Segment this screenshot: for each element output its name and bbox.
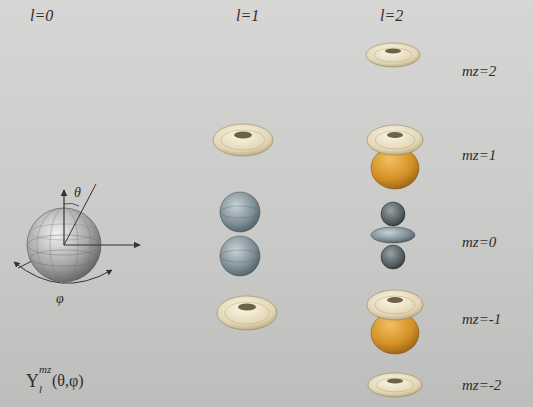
dumbbell-l1-m0 (220, 192, 260, 276)
lobes-l2-m1 (367, 125, 423, 189)
row-label: mz=1 (462, 148, 496, 163)
sphere-l0 (14, 184, 140, 283)
torus-l2-m-2 (368, 373, 422, 397)
column-heading: l=0 (30, 8, 53, 24)
column-heading: l=1 (236, 8, 259, 24)
angle-symbol: θ (74, 186, 81, 200)
column-heading: l=2 (380, 8, 403, 24)
row-label: mz=-1 (462, 312, 501, 327)
row-label: mz=-2 (462, 378, 501, 393)
function-arguments: (θ,φ) (52, 373, 84, 389)
lobes-l2-m-1 (367, 290, 423, 354)
function-symbol: Y (26, 372, 39, 390)
function-superscript: mz (39, 364, 51, 375)
torus-l1-m-1 (217, 296, 277, 330)
torus-l1-m1 (213, 124, 273, 156)
function-subscript: l (39, 384, 42, 395)
row-label: mz=2 (462, 64, 496, 79)
lobes-l2-m0 (371, 202, 415, 269)
angle-symbol: φ (56, 292, 64, 306)
torus-l2-m2 (366, 43, 420, 67)
row-label: mz=0 (462, 235, 496, 250)
